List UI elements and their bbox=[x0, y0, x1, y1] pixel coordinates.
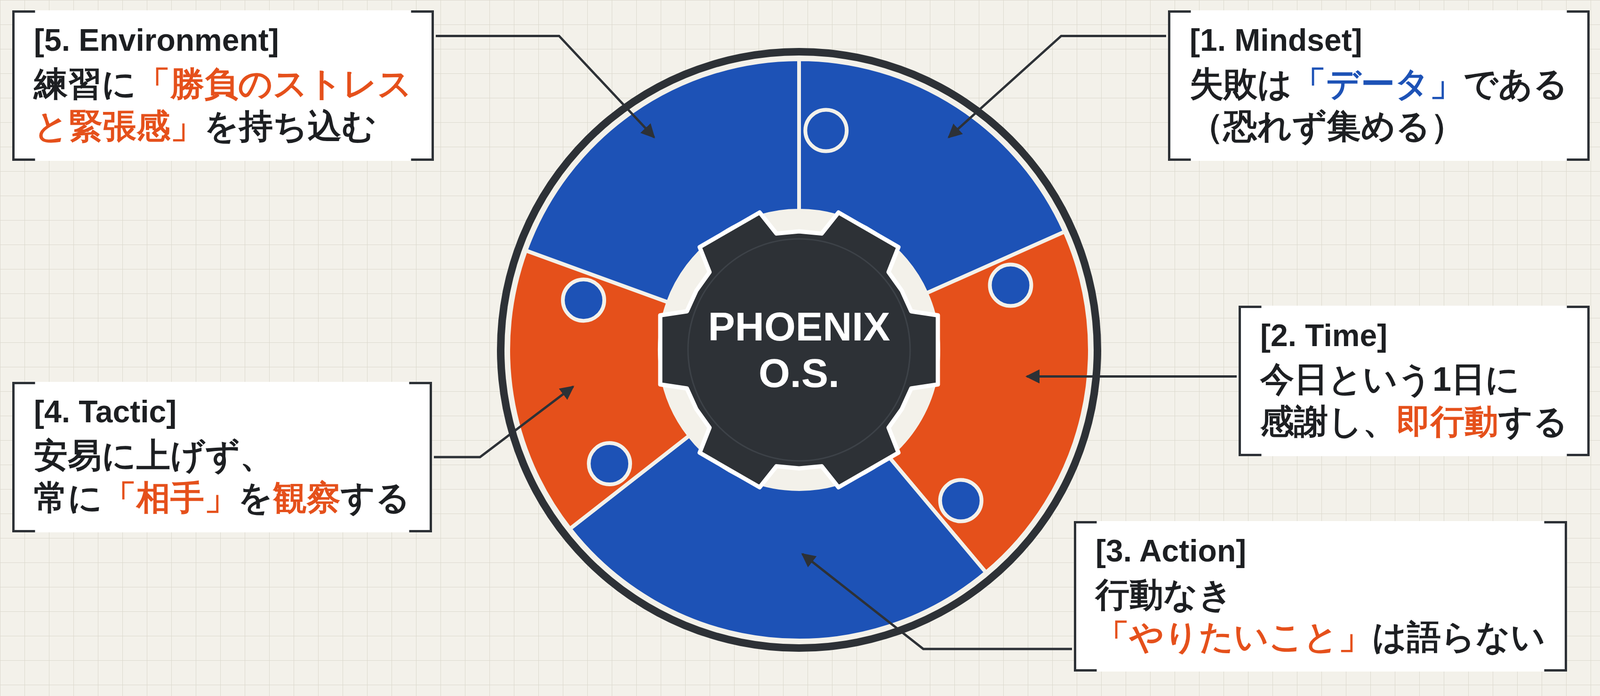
text-run: する bbox=[1498, 402, 1568, 441]
text-line: 「やりたいこと」は語らない bbox=[1095, 616, 1546, 659]
bracket-line bbox=[1075, 522, 1567, 672]
callout-box: [4. Tactic]安易に上げず、 常に「相手」を観察する bbox=[12, 382, 432, 533]
text-run: 今日という1日に bbox=[1260, 360, 1520, 399]
callout-heading: [3. Action] bbox=[1095, 532, 1546, 570]
callout-body: 失敗は「データ」である （恐れず集める） bbox=[1189, 62, 1568, 148]
text-run: と緊張感」 bbox=[33, 107, 205, 145]
leader-arrow bbox=[433, 386, 574, 458]
text-run: O.S. bbox=[758, 350, 840, 396]
text-run: を持ち込む bbox=[204, 107, 377, 145]
callout-heading: [4. Tactic] bbox=[33, 393, 411, 431]
text-run: 観察 bbox=[272, 479, 341, 517]
hub-label: PHOENIX O.S. bbox=[648, 199, 950, 501]
text-run: は語らない bbox=[1372, 618, 1546, 656]
text-line: 練習に「勝負のストレス bbox=[33, 62, 413, 105]
callout-heading: [2. Time] bbox=[1260, 317, 1568, 355]
text-line: 行動なき bbox=[1095, 573, 1546, 616]
bracket-line bbox=[13, 383, 432, 532]
text-run: する bbox=[340, 479, 411, 517]
text-line: 安易に上げず、 bbox=[33, 434, 411, 477]
gear-shape bbox=[648, 199, 950, 501]
text-line: （恐れず集める） bbox=[1189, 104, 1568, 148]
text-line: 今日という1日に bbox=[1260, 358, 1568, 401]
text-run: （恐れず集める） bbox=[1189, 107, 1465, 145]
bracket-line bbox=[13, 11, 433, 160]
bracket-line bbox=[1169, 11, 1589, 160]
callout-body: 安易に上げず、 常に「相手」を観察する bbox=[33, 434, 411, 520]
gear-inner-ring bbox=[688, 239, 911, 462]
text-run: 「相手」 bbox=[102, 479, 239, 517]
callout-heading: [1. Mindset] bbox=[1189, 21, 1568, 59]
puzzle-tab bbox=[805, 110, 847, 152]
callout-body: 今日という1日に 感謝し、即行動する bbox=[1260, 358, 1568, 443]
leader-arrow bbox=[802, 554, 1072, 650]
text-run: 即行動 bbox=[1396, 402, 1499, 441]
callout-body: 行動なき 「やりたいこと」は語らない bbox=[1095, 573, 1546, 659]
ring-gap bbox=[504, 55, 1094, 645]
text-line: O.S. bbox=[707, 350, 890, 397]
puzzle-tab bbox=[562, 279, 605, 321]
text-run: 失敗は bbox=[1189, 64, 1293, 103]
text-run: 「データ」 bbox=[1292, 64, 1464, 103]
callout-box: [2. Time]今日という1日に 感謝し、即行動する bbox=[1238, 305, 1590, 457]
text-line: 失敗は「データ」である bbox=[1189, 62, 1568, 105]
text-line: 感謝し、即行動する bbox=[1260, 400, 1568, 443]
text-run: 常に bbox=[33, 479, 103, 517]
callout-box: [1. Mindset]失敗は「データ」である （恐れず集める） bbox=[1168, 10, 1590, 161]
leader-arrow bbox=[435, 35, 655, 138]
text-run: 「やりたいこと」 bbox=[1095, 618, 1373, 656]
callout-box: [3. Action]行動なき 「やりたいこと」は語らない bbox=[1073, 521, 1568, 672]
callout-heading: [5. Environment] bbox=[33, 21, 413, 59]
callout-body: 練習に「勝負のストレス と緊張感」を持ち込む bbox=[33, 62, 413, 148]
callout-box: [5. Environment]練習に「勝負のストレス と緊張感」を持ち込む bbox=[12, 10, 434, 161]
bracket-line bbox=[1240, 307, 1589, 456]
leader-arrow bbox=[1026, 375, 1237, 378]
text-run: 安易に上げず、 bbox=[33, 436, 274, 475]
puzzle-tab bbox=[940, 480, 982, 522]
puzzle-tab bbox=[588, 443, 631, 485]
text-line: PHOENIX bbox=[707, 303, 890, 351]
text-run: 行動なき bbox=[1095, 576, 1233, 614]
leader-arrow bbox=[948, 35, 1167, 138]
text-line: 常に「相手」を観察する bbox=[33, 476, 411, 520]
text-run: 練習に bbox=[33, 64, 137, 103]
text-run: PHOENIX bbox=[707, 304, 890, 350]
text-run: である bbox=[1463, 64, 1568, 103]
text-line: と緊張感」を持ち込む bbox=[33, 104, 413, 148]
ring-border bbox=[496, 48, 1102, 653]
text-run: 感謝し、 bbox=[1260, 402, 1397, 441]
hub-label-lines: PHOENIX O.S. bbox=[707, 303, 890, 397]
puzzle-tab bbox=[989, 264, 1032, 307]
gear-hub: PHOENIX O.S. bbox=[648, 199, 950, 501]
text-run: 「勝負のストレス bbox=[136, 64, 413, 103]
text-run: を bbox=[238, 479, 273, 517]
gear-outline bbox=[660, 212, 938, 488]
